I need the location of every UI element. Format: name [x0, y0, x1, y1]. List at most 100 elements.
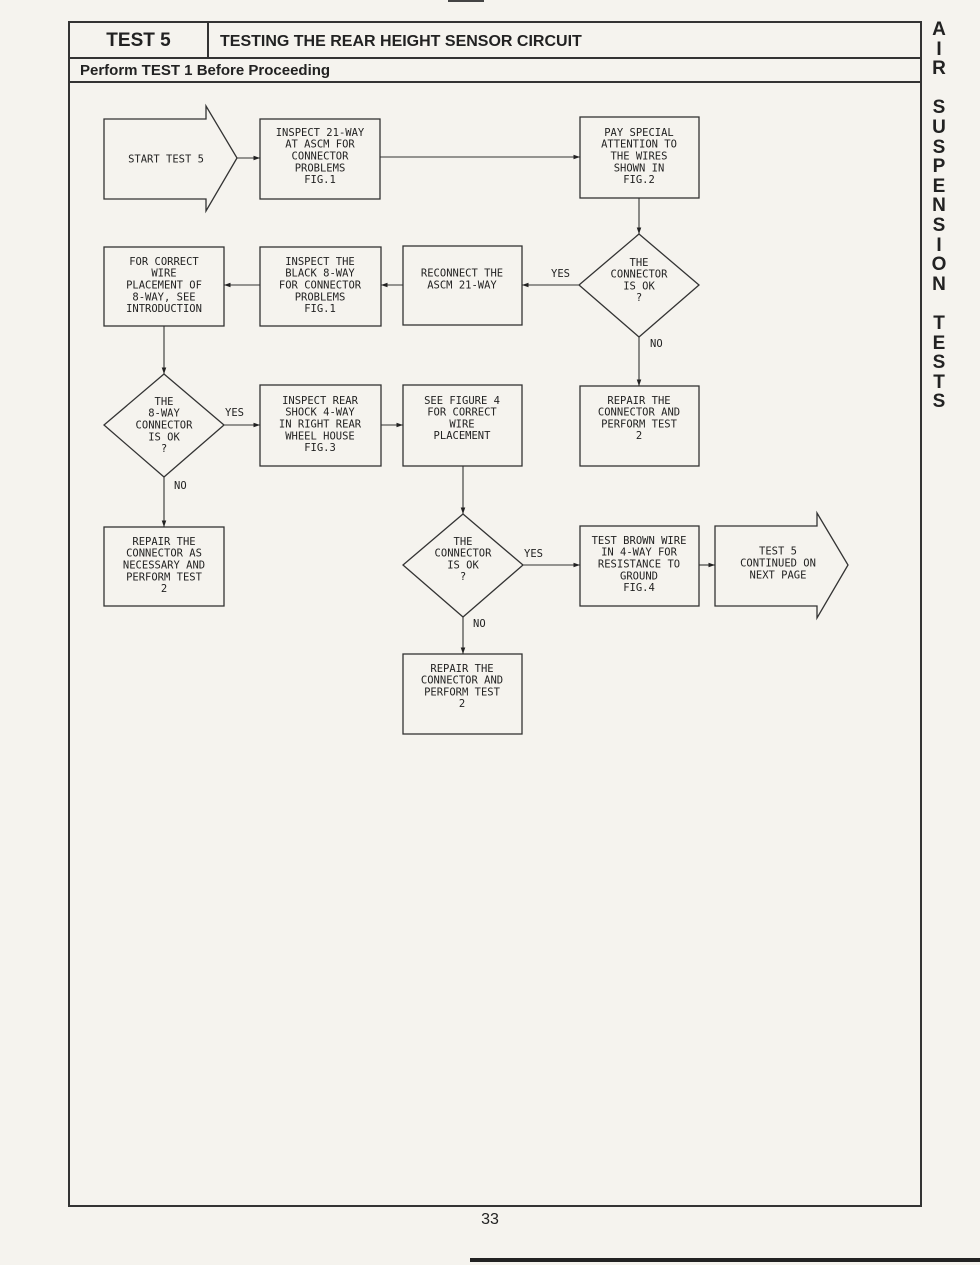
- node-text-line: ?: [460, 571, 466, 583]
- inspect-21way-box: [259, 118, 381, 200]
- node-text-line: IN 4-WAY FOR: [601, 547, 678, 559]
- page-frame: TEST 5 TESTING THE REAR HEIGHT SENSOR CI…: [68, 21, 922, 1207]
- node-text-line: AT ASCM FOR: [285, 139, 355, 151]
- test-title: TESTING THE REAR HEIGHT SENSOR CIRCUIT: [220, 33, 582, 50]
- side-tab-letter: N: [932, 195, 946, 217]
- node-text-line: REPAIR THE: [430, 663, 493, 675]
- node-text-line: PERFORM TEST: [424, 686, 501, 698]
- prerequisite-row: Perform TEST 1 Before Proceeding: [70, 59, 920, 83]
- node-text-line: CONNECTOR AND: [421, 675, 503, 687]
- side-tab-letter: S: [932, 352, 946, 374]
- node-start: START TEST 5: [128, 154, 204, 166]
- node-text-line: ATTENTION TO: [601, 139, 677, 151]
- node-text-line: ASCM 21-WAY: [427, 279, 497, 291]
- side-tab-letter: I: [936, 234, 942, 256]
- node-text-line: RECONNECT THE: [421, 268, 503, 280]
- node-text-line: FIG.3: [304, 442, 336, 454]
- node-text-line: CONNECTOR: [611, 269, 669, 281]
- side-tab-letter: E: [932, 175, 946, 197]
- node-text-line: NEXT PAGE: [750, 569, 807, 581]
- node-text-line: PAY SPECIAL: [604, 127, 674, 139]
- node-text-line: THE WIRES: [611, 151, 668, 163]
- node-text-line: THE: [155, 396, 174, 408]
- node-text-line: INSPECT REAR: [282, 395, 359, 407]
- node-text-line: 2: [161, 583, 167, 595]
- node-text-line: START TEST 5: [128, 154, 204, 166]
- node-text-line: PROBLEMS: [295, 291, 346, 303]
- node-text-line: PERFORM TEST: [126, 571, 203, 583]
- node-text-line: BLACK 8-WAY: [285, 268, 355, 280]
- node-text-line: ?: [636, 292, 642, 304]
- side-tab-letter: A: [932, 19, 946, 40]
- bottom-edge-mark: [470, 1258, 980, 1262]
- node-text-line: FIG.1: [304, 174, 336, 186]
- node-text-line: CONNECTOR: [292, 151, 350, 163]
- start-node-shape: [103, 103, 238, 214]
- label-yes-2: YES: [225, 407, 244, 419]
- node-text-line: CONNECTOR: [136, 420, 194, 432]
- side-tab-letter: U: [932, 116, 946, 138]
- node-text-line: INTRODUCTION: [126, 303, 202, 315]
- label-no-2: NO: [174, 480, 187, 492]
- node-text-line: NECESSARY AND: [123, 560, 205, 572]
- side-tab-letter: E: [932, 332, 946, 354]
- node-text-line: FOR CONNECTOR: [279, 280, 362, 292]
- label-no-1: NO: [650, 338, 663, 350]
- node-text-line: GROUND: [620, 570, 658, 582]
- label-no-3: NO: [473, 618, 486, 630]
- page-number: 33: [481, 1211, 499, 1228]
- node-text-line: WIRE: [151, 268, 176, 280]
- node-text-line: RESISTANCE TO: [598, 559, 680, 571]
- node-text-line: 2: [636, 430, 642, 442]
- prerequisite-text: Perform TEST 1 Before Proceeding: [80, 62, 331, 79]
- side-tab-letter: T: [933, 371, 945, 393]
- node-text-line: INSPECT 21-WAY: [276, 127, 365, 139]
- node-text-line: PLACEMENT: [434, 430, 492, 442]
- side-tab-letter: P: [932, 156, 946, 178]
- node-text-line: FOR CORRECT: [427, 407, 497, 419]
- node-text-line: CONNECTOR AS: [126, 548, 202, 560]
- node-text-line: IN RIGHT REAR: [279, 419, 362, 431]
- side-tab-letter: R: [932, 58, 946, 80]
- node-text-line: TEST 5: [759, 546, 797, 558]
- side-tab-letter: S: [932, 391, 946, 413]
- node-text-line: THE: [630, 257, 649, 269]
- node-text-line: SEE FIGURE 4: [424, 395, 500, 407]
- side-tab-letter: N: [932, 273, 946, 295]
- node-text-line: PROBLEMS: [295, 162, 346, 174]
- label-yes-3: YES: [524, 548, 543, 560]
- node-text-line: FIG.2: [623, 174, 655, 186]
- top-edge-mark: [448, 0, 484, 2]
- node-text-line: CONNECTOR AND: [598, 407, 680, 419]
- node-text-line: IS OK: [447, 559, 479, 571]
- node-text-line: ?: [161, 443, 167, 455]
- node-text-line: SHOWN IN: [614, 162, 665, 174]
- node-text-line: SHOCK 4-WAY: [285, 407, 355, 419]
- side-tab-letter: T: [933, 312, 945, 334]
- node-text-line: REPAIR THE: [132, 536, 195, 548]
- node-text-line: REPAIR THE: [607, 395, 670, 407]
- node-text-line: TEST BROWN WIRE: [592, 535, 687, 547]
- side-tab-letter: S: [932, 136, 946, 158]
- side-tab-letter: S: [932, 214, 946, 236]
- node-text-line: 8-WAY, SEE: [132, 291, 195, 303]
- node-text-line: CONNECTOR: [435, 548, 493, 560]
- node-text-line: CONTINUED ON: [740, 558, 816, 570]
- test-number: TEST 5: [70, 23, 209, 57]
